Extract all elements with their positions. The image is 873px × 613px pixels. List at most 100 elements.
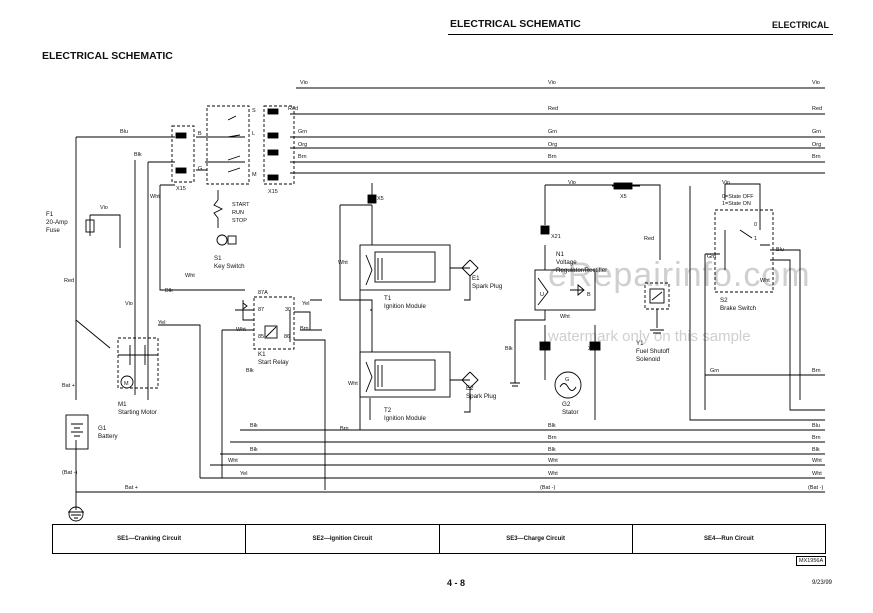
k1-terminal-30: 30 <box>285 307 291 313</box>
s1-terminal-s: S <box>252 108 256 114</box>
n1-name-2: Regulator/Rectifier <box>556 267 607 274</box>
wire-label-bat-neg-1: (Bat -) <box>62 470 77 476</box>
watermark-note: watermark only on this sample <box>548 328 751 345</box>
wire-label-yel-3: Yel <box>240 471 247 477</box>
g2-name: Stator <box>562 409 579 416</box>
y1-name-2: Solenoid <box>636 356 661 363</box>
f1-name: 20-Amp <box>46 219 68 226</box>
s2-ref: S2 <box>720 297 728 304</box>
wire-label-org-3: Org <box>812 142 821 148</box>
x5-label-right: X5 <box>620 194 627 200</box>
s1-terminal-l: L <box>252 131 255 137</box>
wire-label-grn-1: Grn <box>298 129 307 135</box>
t2-ref: T2 <box>384 407 392 414</box>
page-number: 4 - 8 <box>447 578 466 588</box>
wire-label-vio-2: Vio <box>548 80 556 86</box>
wire-label-brn-8: Brn <box>812 435 821 441</box>
s2-note-off: 0=State OFF <box>722 194 754 200</box>
wire-label-wht-5: Wht <box>348 381 358 387</box>
page-title: ELECTRICAL SCHEMATIC <box>42 50 173 62</box>
wire-label-wht-6: Wht <box>560 314 570 320</box>
s1-pos-start: START <box>232 202 250 208</box>
y1-ref: Y1 <box>636 340 644 347</box>
wire-label-red-1: Red <box>288 106 298 112</box>
wire-label-brn-2: Brn <box>548 154 557 160</box>
x21-label-left: X21 <box>540 346 550 352</box>
wire-label-wht-7: Wht <box>760 278 770 284</box>
s1-terminal-b: B <box>198 131 202 137</box>
t1-name: Ignition Module <box>384 303 427 310</box>
k1-terminal-86: 86 <box>284 334 290 340</box>
g1-name: Battery <box>98 433 119 440</box>
header-title: ELECTRICAL SCHEMATIC <box>450 18 581 30</box>
wire-label-blk-2: Blk <box>165 288 173 294</box>
header-section: ELECTRICAL <box>772 20 829 30</box>
wire-label-bat-plus-1: Bat + <box>62 383 75 389</box>
wire-label-red-5: Red <box>644 236 654 242</box>
wire-label-blk-3: Blk <box>246 368 254 374</box>
g1-ref: G1 <box>98 425 107 432</box>
wire-label-vio-3: Vio <box>812 80 820 86</box>
wire-label-brn-7: Brn <box>548 435 557 441</box>
watermark: eRepairinfo.com <box>548 256 811 294</box>
wire-label-brn-1: Brn <box>298 154 307 160</box>
wire-label-blu-2: Blu <box>776 247 784 253</box>
legend-se3: SE3—Charge Circuit <box>440 525 633 553</box>
k1-ref: K1 <box>258 351 266 358</box>
m1-ref: M1 <box>118 401 127 408</box>
k1-terminal-87a: 87A <box>258 290 268 296</box>
s2-name: Brake Switch <box>720 305 757 312</box>
wire-label-red-3: Red <box>812 106 822 112</box>
x5-label-left: X5 <box>377 196 384 202</box>
wire-label-org-1: Org <box>298 142 307 148</box>
y1-name: Fuel Shutoff <box>636 348 670 355</box>
f1-ref: F1 <box>46 211 54 218</box>
wire-label-grn-5: Grn <box>710 368 719 374</box>
wire-label-wht-3: Wht <box>236 327 246 333</box>
wire-label-vio-7: Vio <box>722 180 730 186</box>
legend-se4: SE4—Run Circuit <box>704 536 754 542</box>
g2-ref: G2 <box>562 401 571 408</box>
wire-label-yel-1: Yel <box>302 301 309 307</box>
m1-symbol: M <box>124 381 129 387</box>
wire-label-brn-5: Brn <box>340 426 349 432</box>
wire-label-wht-9: Wht <box>548 458 558 464</box>
wire-label-bat-neg-3: (Bat -) <box>808 485 823 491</box>
circuit-legend: SE1—Cranking Circuit SE2—Ignition Circui… <box>52 524 826 554</box>
wire-label-wht-4: Wht <box>338 260 348 266</box>
n1-ref: N1 <box>556 251 564 258</box>
e1-ref: E1 <box>472 275 480 282</box>
m1-name: Starting Motor <box>118 409 157 416</box>
wire-label-blk-1: Blk <box>134 152 142 158</box>
s1-ref: S1 <box>214 255 222 262</box>
n1-terminal-b: B <box>587 292 591 298</box>
n1-terminal-u: U <box>540 292 544 298</box>
wire-label-bat-plus-2: Bat + <box>125 485 138 491</box>
n1-name: Voltage <box>556 259 577 266</box>
x21-label-top: X21 <box>551 234 561 240</box>
wire-label-brn-3: Brn <box>812 154 821 160</box>
wire-label-grn-3: Grn <box>812 129 821 135</box>
wire-label-yel-2: Yel <box>158 320 165 326</box>
wire-label-blu-1: Blu <box>120 129 128 135</box>
wire-label-grn-4: Grn <box>707 254 716 260</box>
f1-name-2: Fuse <box>46 227 60 234</box>
k1-terminal-87: 87 <box>258 307 264 313</box>
wire-label-red-4: Red <box>64 278 74 284</box>
wire-label-wht-8: Wht <box>228 458 238 464</box>
s1-terminal-m: M <box>252 172 257 178</box>
e1-name: Spark Plug <box>472 283 503 290</box>
wire-label-blk-7: Blk <box>250 447 258 453</box>
wire-label-vio-5: Vio <box>125 301 133 307</box>
wire-label-blk-4: Blk <box>505 346 513 352</box>
k1-terminal-85: 85 <box>258 334 264 340</box>
t1-ref: T1 <box>384 295 392 302</box>
x15-label-left: X15 <box>176 186 186 192</box>
wire-label-vio-6: Vio <box>568 180 576 186</box>
s1-pos-run: RUN <box>232 210 244 216</box>
wire-label-blk-8: Blk <box>548 447 556 453</box>
wire-label-red-2: Red <box>548 106 558 112</box>
t2-name: Ignition Module <box>384 415 427 422</box>
k1-name: Start Relay <box>258 359 290 366</box>
